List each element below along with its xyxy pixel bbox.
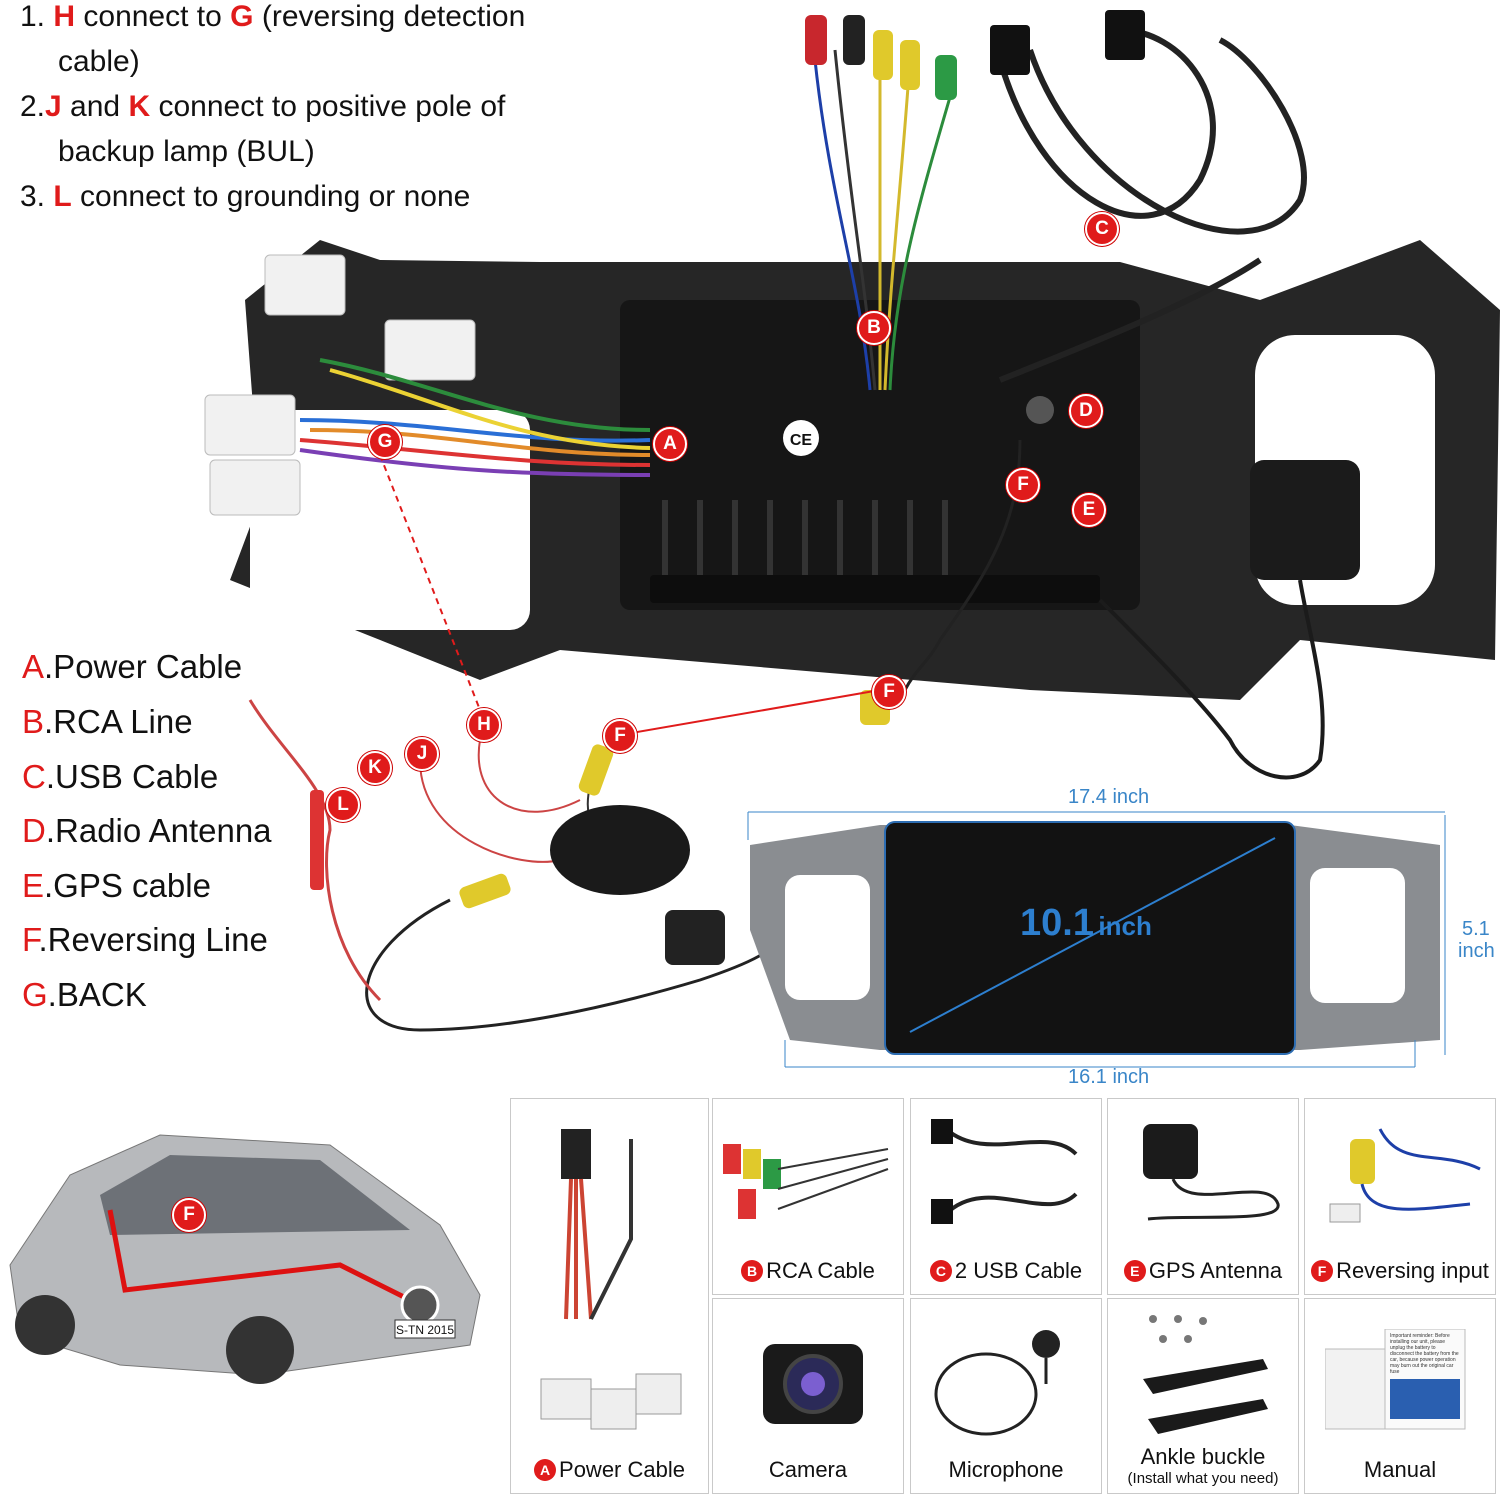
vent-strip — [650, 575, 1100, 603]
diagonal-arrow — [909, 837, 1276, 1033]
wiring-illustration: CE — [204, 10, 1500, 1068]
antenna-port — [1026, 396, 1054, 424]
width-top-label: 17.4 inch — [1068, 786, 1150, 808]
marker-f-cable: F — [603, 719, 637, 753]
ce-mark-text: CE — [790, 432, 813, 449]
license-plate-text: S-TN 2015 — [396, 1323, 454, 1337]
card-manual-caption: Manual — [1363, 1457, 1437, 1482]
diagonal-size-label: 10.1 inch — [1020, 902, 1152, 944]
marker-e: E — [1072, 493, 1106, 527]
dimension-lines — [747, 811, 1446, 1068]
car-illustration: S-TN 2015 — [9, 1134, 481, 1384]
camera-rca-plug-2 — [459, 873, 511, 909]
legend-f: F.Reversing Line — [22, 921, 268, 958]
frame-window-left — [250, 410, 530, 630]
harness-connectors — [204, 254, 476, 516]
instruction-3: 3. L connect to grounding or none — [20, 180, 471, 213]
marker-f-plug: F — [872, 675, 906, 709]
gps-cable — [1098, 579, 1325, 780]
legend-g: G.BACK — [22, 976, 147, 1013]
camera-image — [763, 1344, 863, 1424]
usb-plug-2 — [1105, 10, 1145, 60]
rca-cable-image — [723, 1144, 889, 1219]
card-microphone: Microphone — [910, 1298, 1102, 1494]
car-wheel-rear — [226, 1316, 294, 1384]
camera-cable-coil — [550, 805, 690, 895]
screen-panel — [884, 821, 1296, 1055]
car-wheel-front — [15, 1295, 75, 1355]
power-harness-image — [540, 1129, 682, 1430]
legend-a: A.Power Cable — [22, 648, 243, 685]
legend-e: E.GPS cable — [22, 867, 211, 904]
instruction-list: 1. H connect to G (reversing detection c… — [20, 0, 640, 219]
microphone-image — [934, 1330, 1060, 1436]
card-manual: Important reminder: Before installing ou… — [1304, 1298, 1496, 1494]
marker-a: A — [653, 427, 687, 461]
gps-antenna-image — [1143, 1124, 1280, 1221]
rca-wires — [813, 49, 957, 391]
manual-image — [1325, 1329, 1466, 1430]
marker-f-car: F — [172, 1198, 206, 1232]
legend-c: C.USB Cable — [22, 758, 219, 795]
height-unit-label: inch — [1458, 940, 1495, 962]
car-camera-spot — [400, 1285, 440, 1325]
marker-g: G — [368, 425, 402, 459]
marker-b: B — [857, 311, 891, 345]
car-reversing-route — [107, 1209, 422, 1308]
width-bottom-label: 16.1 inch — [1068, 1066, 1150, 1088]
marker-f-unit: F — [1006, 468, 1040, 502]
usb-plug-1 — [990, 25, 1030, 75]
marker-l: L — [326, 788, 360, 822]
rear-camera — [665, 910, 725, 965]
screen-frame-window-left — [785, 875, 870, 1000]
dashed-link-g-h — [379, 454, 481, 711]
marker-c: C — [1085, 212, 1119, 246]
power-lead — [310, 790, 324, 890]
marker-j: J — [405, 737, 439, 771]
card-microphone-caption: Microphone — [948, 1457, 1064, 1482]
rca-plugs — [805, 15, 957, 100]
usb-cables — [997, 27, 1307, 383]
gps-antenna — [1250, 460, 1360, 580]
height-value-label: 5.1 — [1462, 918, 1490, 940]
legend-b: B.RCA Line — [22, 703, 193, 740]
manual-reminder-text: Important reminder: Before installing ou… — [1390, 1333, 1459, 1375]
ce-mark — [783, 420, 819, 456]
harness-wires — [299, 358, 651, 477]
card-camera: Camera — [712, 1298, 904, 1494]
usb-cable-image — [931, 1119, 1078, 1224]
ankle-buckle-image — [1143, 1315, 1268, 1434]
reversing-input-image — [1329, 1128, 1481, 1223]
heat-sink — [662, 500, 948, 580]
license-plate — [394, 1319, 456, 1339]
marker-k: K — [358, 751, 392, 785]
marker-d: D — [1069, 394, 1103, 428]
camera-wiring — [248, 699, 782, 1032]
marker-h: H — [467, 708, 501, 742]
screen-frame-window-right — [1310, 868, 1405, 1003]
instruction-2: 2.J and K connect to positive pole of ba… — [20, 90, 506, 168]
card-camera-caption: Camera — [768, 1457, 848, 1482]
link-f-f — [619, 689, 881, 736]
instruction-1: 1. H connect to G (reversing detection c… — [20, 0, 526, 78]
legend-d: D.Radio Antenna — [22, 812, 272, 849]
camera-rca-plug — [578, 744, 614, 796]
card-ankle-buckle: Ankle buckle(Install what you need) — [1107, 1298, 1299, 1494]
card-ankle-buckle-caption: Ankle buckle(Install what you need) — [1127, 1444, 1279, 1487]
